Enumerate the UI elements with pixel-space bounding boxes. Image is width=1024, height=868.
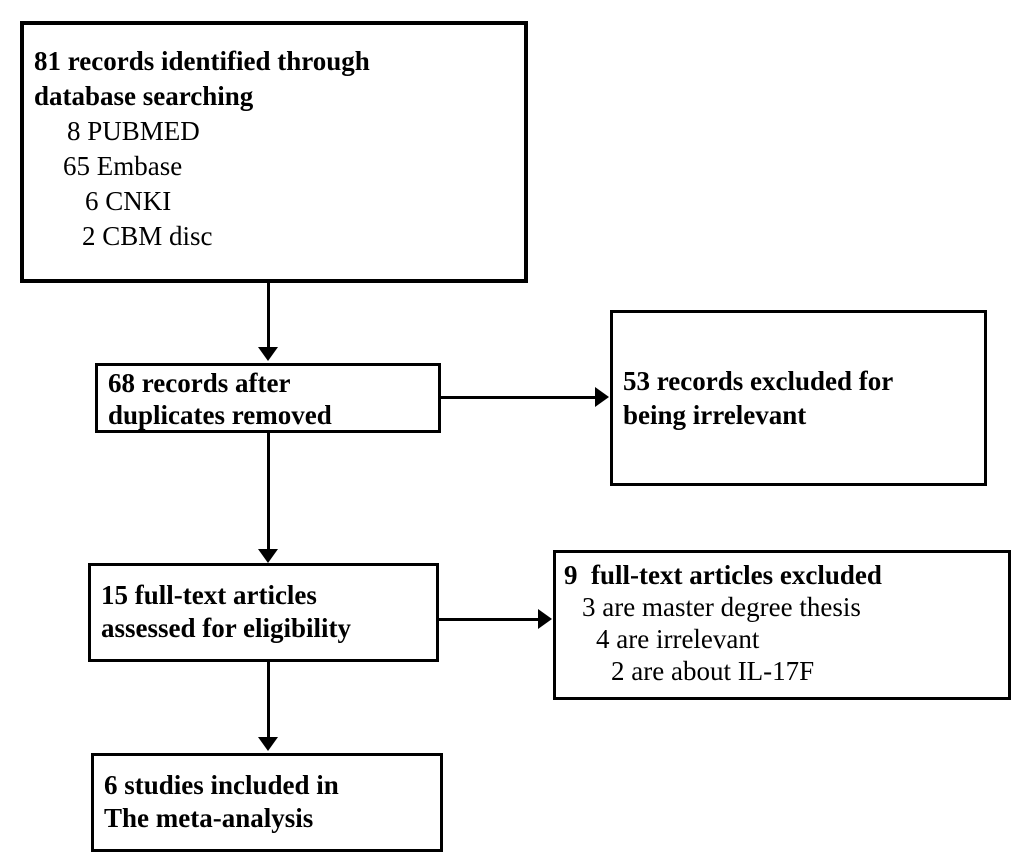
identification-item-cbm-disc: 2 CBM disc (82, 221, 213, 251)
irrelevant-excluded-box: 53 records excluded for being irrelevant (610, 310, 987, 486)
duplicates-title-line1: 68 records after (108, 368, 291, 398)
arrow-line-identification-to-duplicates (267, 283, 270, 347)
arrow-line-duplicates-to-fulltext (267, 431, 270, 549)
identification-title-line2: database searching (34, 81, 254, 111)
arrow-down-icon (258, 549, 278, 563)
included-title-line1: 6 studies included in (104, 770, 339, 800)
identification-title-line1: 81 records identified through (34, 46, 370, 76)
studies-included-box: 6 studies included in The meta-analysis (91, 753, 443, 852)
fulltext-title-line1: 15 full-text articles (101, 580, 317, 610)
arrow-right-icon (538, 609, 552, 629)
identification-item-pubmed: 8 PUBMED (67, 116, 200, 146)
included-title-line2: The meta-analysis (104, 803, 314, 833)
arrow-down-icon (258, 737, 278, 751)
fulltext-excluded-box: 9 full-text articles excluded 3 are mast… (553, 550, 1011, 700)
duplicates-title-line2: duplicates removed (108, 400, 332, 430)
irrelevant-title-line1: 53 records excluded for (623, 366, 894, 396)
identification-box: 81 records identified through database s… (20, 21, 528, 283)
identification-item-cnki: 6 CNKI (85, 186, 172, 216)
excluded-item-il17f: 2 are about IL-17F (611, 656, 815, 686)
duplicates-removed-box: 68 records after duplicates removed (95, 363, 441, 433)
arrow-right-icon (595, 387, 609, 407)
excluded-item-thesis: 3 are master degree thesis (582, 592, 861, 622)
identification-item-embase: 65 Embase (63, 151, 183, 181)
excluded-title: 9 full-text articles excluded (564, 560, 882, 590)
fulltext-title-line2: assessed for eligibility (101, 613, 352, 643)
arrow-line-fulltext-to-excluded (437, 618, 538, 621)
arrow-line-duplicates-to-irrelevant (440, 396, 595, 399)
arrow-down-icon (258, 347, 278, 361)
irrelevant-title-line2: being irrelevant (623, 400, 807, 430)
excluded-item-irrelevant: 4 are irrelevant (596, 624, 760, 654)
arrow-line-fulltext-to-included (267, 660, 270, 737)
fulltext-assessed-box: 15 full-text articles assessed for eligi… (88, 563, 439, 662)
